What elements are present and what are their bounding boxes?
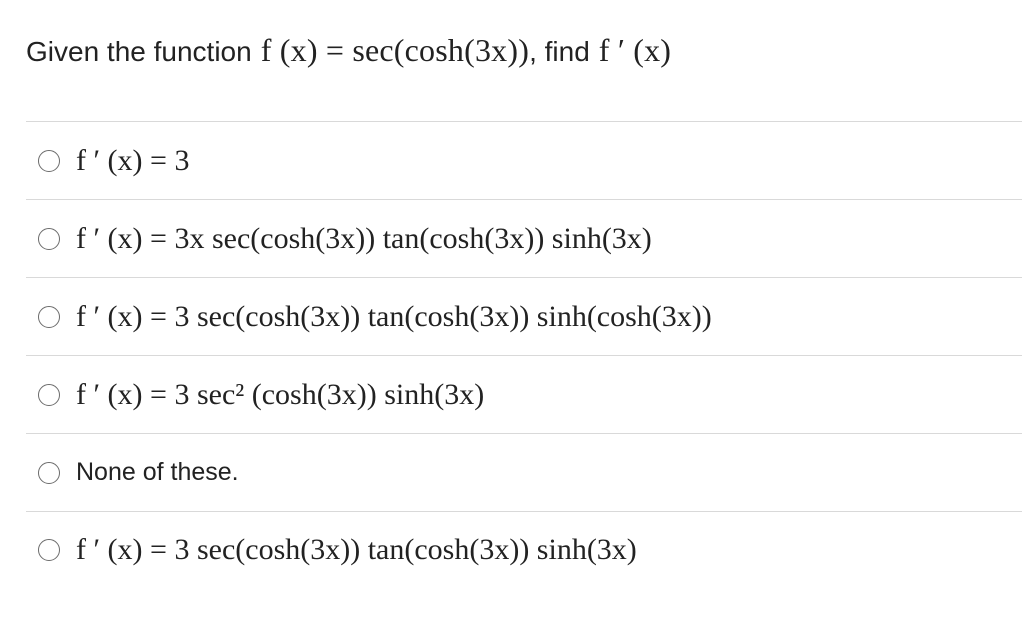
radio-button-icon[interactable] [38,149,60,172]
answer-option-6[interactable]: f ′ (x) = 3 sec(cosh(3x)) tan(cosh(3x)) … [26,511,1022,589]
question-middle: , find [529,36,590,67]
question-function-expression: f (x) = sec(cosh(3x)) [260,32,530,68]
answer-option-label: f ′ (x) = 3x sec(cosh(3x)) tan(cosh(3x))… [76,221,652,255]
answer-option-2[interactable]: f ′ (x) = 3x sec(cosh(3x)) tan(cosh(3x))… [26,199,1022,277]
radio-button-icon[interactable] [38,227,60,250]
answer-option-1[interactable]: f ′ (x) = 3 [26,121,1022,199]
radio-button-icon[interactable] [38,383,60,406]
answer-option-label: f ′ (x) = 3 sec² (cosh(3x)) sinh(3x) [76,377,485,411]
answer-option-4[interactable]: f ′ (x) = 3 sec² (cosh(3x)) sinh(3x) [26,355,1022,433]
radio-button-icon[interactable] [38,305,60,328]
answer-option-3[interactable]: f ′ (x) = 3 sec(cosh(3x)) tan(cosh(3x)) … [26,277,1022,355]
answer-option-5[interactable]: None of these. [26,433,1022,511]
radio-button-icon[interactable] [38,539,60,561]
question-target-expression: f ′ (x) [598,32,672,68]
answer-option-label: f ′ (x) = 3 sec(cosh(3x)) tan(cosh(3x)) … [76,533,637,566]
answer-option-label: f ′ (x) = 3 [76,143,190,177]
answer-option-label: None of these. [76,458,239,486]
question-text: Given the function f (x) = sec(cosh(3x))… [26,28,671,72]
radio-button-icon[interactable] [38,461,60,484]
answer-options: f ′ (x) = 3 f ′ (x) = 3x sec(cosh(3x)) t… [26,121,1022,589]
answer-option-label: f ′ (x) = 3 sec(cosh(3x)) tan(cosh(3x)) … [76,299,712,333]
question-prefix: Given the function [26,36,252,67]
